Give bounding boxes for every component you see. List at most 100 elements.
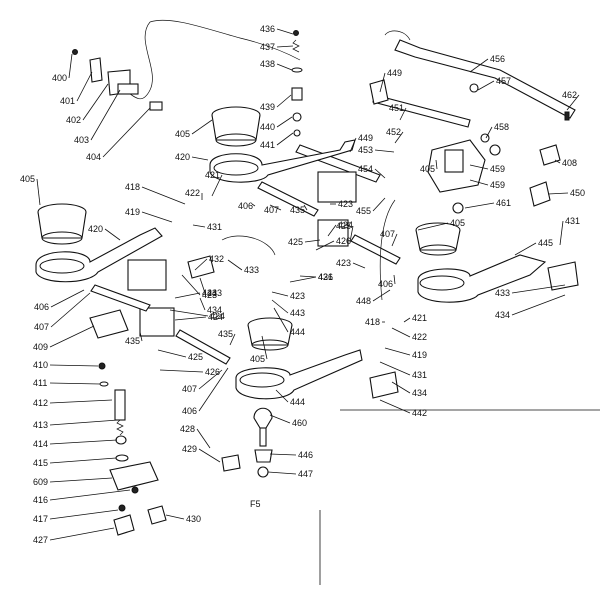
callout-leader [372, 197, 386, 212]
callout-430: 430 [165, 514, 201, 524]
callout-label: 437 [260, 42, 275, 52]
callout-label: 405 [420, 164, 435, 174]
callout-leader [36, 178, 41, 206]
callout-434: 434 [199, 297, 222, 315]
callout-441: 441 [260, 132, 294, 150]
callout-label: 435 [290, 205, 305, 215]
callout-452: 452 [386, 127, 404, 144]
callout-leader [276, 45, 294, 48]
callout-428: 428 [180, 424, 211, 449]
callout-label: 434 [207, 305, 222, 315]
washer-414 [115, 454, 129, 462]
nut-446 [257, 466, 269, 478]
callout-label: 424 [202, 288, 217, 298]
callout-leader [349, 225, 354, 243]
callout-label: 424 [208, 312, 223, 322]
callout-leader [49, 527, 115, 541]
callout-435: 435 [218, 329, 236, 346]
callout-leader [469, 164, 489, 170]
callout-leader [417, 222, 449, 231]
callout-405: 405 [417, 218, 465, 231]
callout-leader [139, 331, 143, 342]
callout-label: 424 [210, 311, 225, 321]
callout-402: 402 [66, 83, 109, 125]
callout-label: 458 [494, 122, 509, 132]
callout-leader [393, 274, 396, 285]
callout-leader [511, 294, 566, 316]
callout-label: 434 [412, 388, 427, 398]
washer-410 [99, 381, 109, 387]
clip-417 [113, 514, 135, 536]
screw-400 [72, 49, 78, 55]
fitting-456 [469, 83, 479, 93]
callout-leader [289, 276, 317, 283]
callout-leader [104, 228, 121, 241]
callout-leader [211, 174, 223, 197]
callout-407: 407 [380, 229, 398, 247]
callout-444: 444 [273, 307, 305, 337]
callout-423: 423 [330, 199, 353, 209]
callout-leader [372, 289, 391, 302]
callout-label: 420 [88, 224, 103, 234]
igniter-box-lower [139, 307, 175, 337]
clip-461 [564, 111, 570, 121]
callout-460: 460 [269, 414, 307, 428]
spring-437 [292, 39, 300, 53]
callout-leader [174, 316, 207, 321]
callout-403: 403 [74, 89, 121, 145]
callout-407: 407 [182, 369, 223, 394]
bracket-408 [89, 309, 129, 339]
callout-label: 423 [338, 199, 353, 209]
electrode-tube-2 [90, 284, 151, 312]
callout-451: 451 [389, 103, 407, 121]
callout-406: 406 [182, 367, 229, 416]
callout-424: 424 [327, 220, 353, 237]
bracket-415 [109, 461, 159, 491]
callout-label: 401 [60, 96, 75, 106]
callout-label: 415 [33, 458, 48, 468]
callout-leader [304, 239, 321, 243]
callout-leader [198, 448, 221, 463]
callout-429: 429 [182, 444, 221, 463]
burner-assembly-center [235, 317, 363, 400]
callout-label: 418 [365, 317, 380, 327]
callout-leader [49, 364, 99, 367]
callout-431: 431 [559, 216, 580, 246]
callout-label: 431 [318, 272, 333, 282]
callout-label: 431 [207, 222, 222, 232]
callout-label: 459 [490, 180, 505, 190]
callout-label: 407 [182, 384, 197, 394]
callout-405: 405 [420, 159, 438, 174]
callout-label: 406 [182, 406, 197, 416]
callout-400: 400 [52, 53, 73, 83]
manifold-pipe [394, 39, 576, 119]
callout-423: 423 [271, 291, 305, 301]
callout-leader [349, 137, 357, 153]
callout-418: 418 [125, 182, 186, 205]
callout-label: 446 [298, 450, 313, 460]
callout-leader [275, 389, 289, 403]
bracket-433-mid [369, 371, 399, 399]
callout-leader [276, 116, 293, 128]
callout-label: 431 [412, 370, 427, 380]
callout-leader [485, 126, 493, 139]
callout-405: 405 [175, 119, 213, 139]
callout-445: 445 [514, 238, 553, 256]
callout-447: 447 [267, 469, 313, 479]
callout-label: 424 [338, 220, 353, 230]
bracket-433-right [547, 261, 579, 291]
callout-leader [299, 275, 317, 278]
callout-407: 407 [264, 204, 282, 215]
callout-label: 406 [34, 302, 49, 312]
callout-459: 459 [469, 164, 505, 174]
callout-label: 449 [387, 68, 402, 78]
callout-leader [391, 381, 411, 394]
callout-leader [49, 477, 113, 483]
bracket-432 [221, 235, 276, 256]
callout-433: 433 [199, 277, 222, 298]
callout-leader [157, 349, 187, 358]
plate-403 [117, 83, 139, 95]
callout-432: 432 [194, 254, 224, 271]
callout-leader [165, 514, 185, 520]
clip-401 [89, 57, 103, 83]
